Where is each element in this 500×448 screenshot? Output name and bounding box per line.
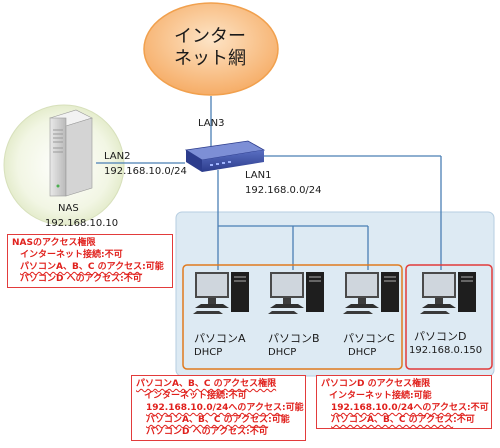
d-note-line: パソコンA、B、C のアクセス:不可 [331,415,475,425]
nas-permission-note: NASのアクセス権限 インターネット接続:不可 パソコンA、B、C のアクセス:… [7,234,173,288]
lan1-subnet: 192.168.0.0/24 [245,185,322,196]
nas-name: NAS [58,203,79,214]
nas-note-line: パソコンA、B、C のアクセス:可能 [20,262,164,272]
pc-b-icon [268,272,324,314]
nas-note-line: パソコンD へのアクセス:不可 [20,274,142,284]
d-note-line: 192.168.10.0/24へのアクセス:不可 [331,403,489,413]
pc-a-name: パソコンA [194,332,246,345]
pc-b-name: パソコンB [268,332,320,345]
abc-note-title: パソコンA、B、C のアクセス権限 [136,379,277,389]
internet-label-line1: インター [174,26,246,47]
d-note-title: パソコンD のアクセス権限 [321,379,431,389]
pc-d-sub: 192.168.0.150 [409,345,483,356]
pc-d-icon [420,272,476,314]
pc-b-sub: DHCP [268,347,297,358]
d-permission-note: パソコンD のアクセス権限 インターネット接続:可能 192.168.10.0/… [316,375,492,429]
pc-c-name: パソコンC [343,332,395,345]
lan1-name: LAN1 [245,170,272,181]
pc-a-sub: DHCP [194,347,223,358]
pc-c-icon [343,272,399,314]
lan2-subnet: 192.168.10.0/24 [104,166,187,177]
pc-abc-group [182,264,403,370]
d-note-line: インターネット接続:可能 [329,391,432,401]
internet-label: インター ネット網 [150,26,270,70]
pc-d-name: パソコンD [414,330,467,343]
abc-note-line: パソコンA、B、C のアクセス:可能 [146,415,290,425]
abc-permission-note: パソコンA、B、C のアクセス権限 インターネット接続:不可 192.168.1… [131,375,306,441]
router-icon [184,140,266,172]
nas-note-title: NASのアクセス権限 [12,238,96,248]
nas-ip: 192.168.10.10 [45,218,119,229]
lan3-label: LAN3 [198,118,225,129]
network-links [96,96,442,270]
pc-a-icon [193,272,249,314]
nas-tower-icon [49,109,93,197]
abc-note-line: 192.168.10.0/24へのアクセス:可能 [146,403,304,413]
pc-d-group [405,264,493,370]
abc-note-line: パソコンD へのアクセス:不可 [146,427,268,437]
lan2-name: LAN2 [104,151,131,162]
nas-note-line: インターネット接続:不可 [20,250,123,260]
internet-label-line2: ネット網 [174,48,246,69]
pc-c-sub: DHCP [348,347,377,358]
internet-cloud [143,2,279,96]
abc-note-line: インターネット接続:不可 [144,391,247,401]
